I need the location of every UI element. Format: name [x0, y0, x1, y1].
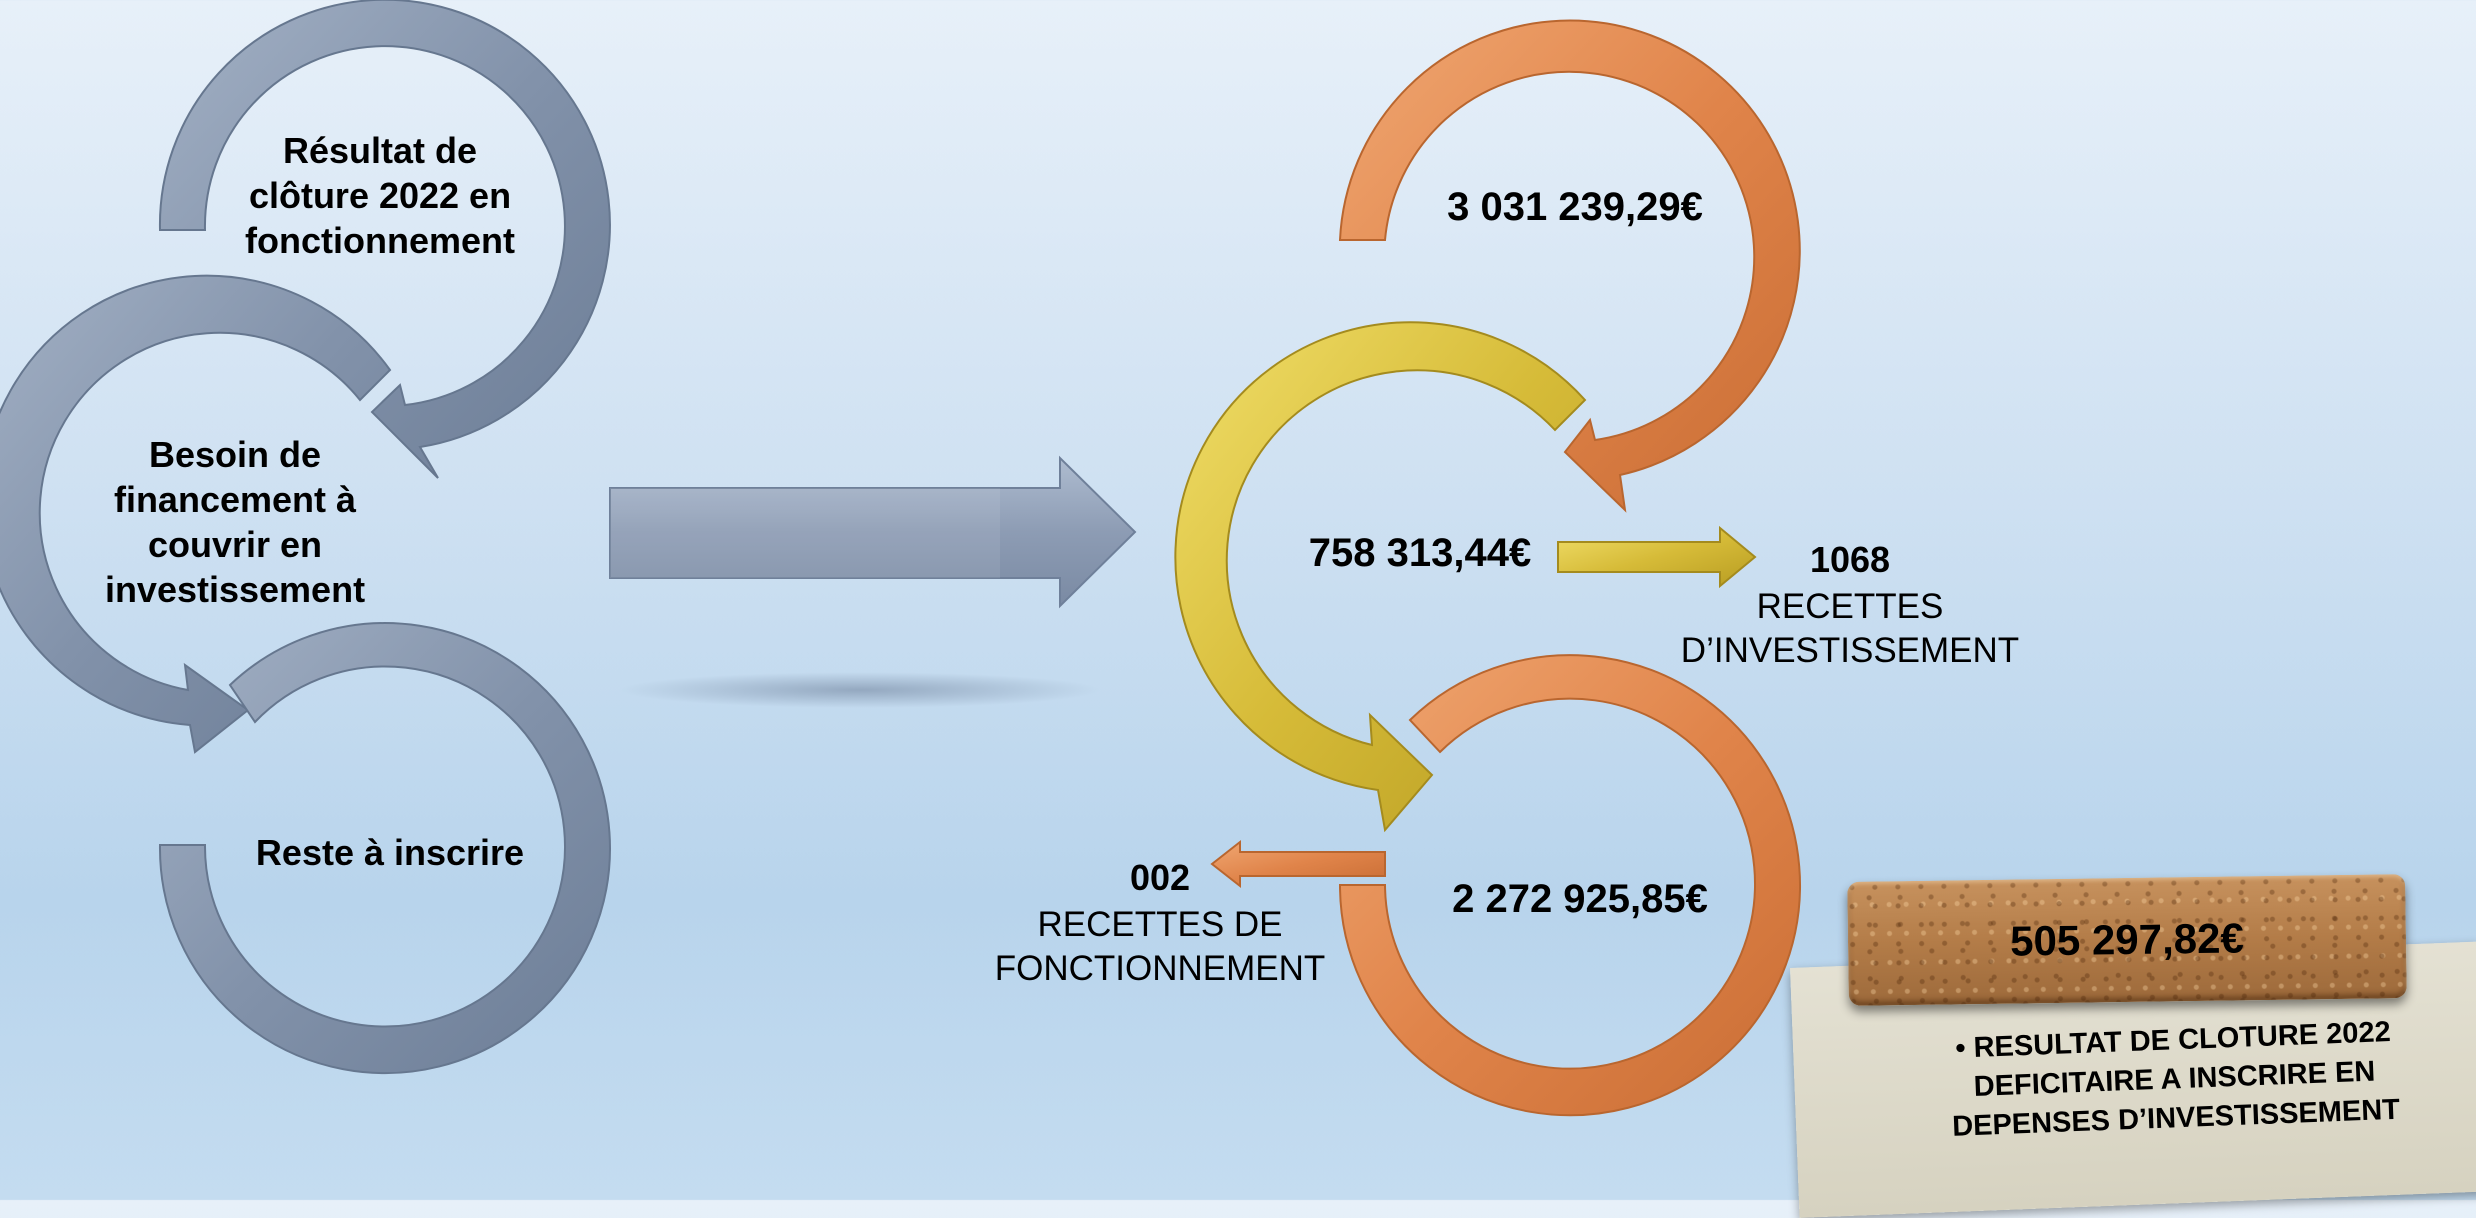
fonct-code: 002 [1129, 857, 1191, 898]
left-step2-label: Besoin de financement à couvrir en inves… [104, 434, 366, 610]
top-value: 3 031 239,29€ [1447, 185, 1703, 229]
bottom-value: 2 272 925,85€ [1452, 877, 1708, 921]
gold-arrow-1068 [1557, 525, 1757, 589]
left-cycle [0, 0, 611, 1075]
fonct-label: RECETTES DE FONCTIONNEMENT [994, 905, 1326, 988]
right-cycle [1174, 19, 1801, 1117]
gray-arc-top [158, 0, 611, 479]
middle-value: 758 313,44€ [1308, 531, 1532, 575]
gray-arc-middle [0, 274, 392, 754]
orange-arc-top [1338, 19, 1801, 513]
bullet-icon: • [1954, 1032, 1975, 1065]
invest-label: RECETTES D’INVESTISSEMENT [1680, 587, 2020, 670]
gold-arc-middle [1174, 321, 1587, 833]
result-value: 505 297,82€ [2009, 914, 2245, 965]
left-step1-label: Résultat de clôture 2022 en fonctionneme… [245, 130, 515, 261]
transition-arrow [609, 455, 1137, 708]
gray-arc-bottom [158, 622, 611, 1075]
left-step3-label: Reste à inscrire [255, 832, 525, 873]
result-value-plaque: 505 297,82€ [1847, 874, 2407, 1006]
invest-code: 1068 [1809, 539, 1891, 580]
result-note-text: • RESULTAT DE CLOTURE 2022 DEFICITAIRE A… [1951, 1016, 2401, 1144]
orange-arc-bottom [1338, 654, 1801, 1117]
